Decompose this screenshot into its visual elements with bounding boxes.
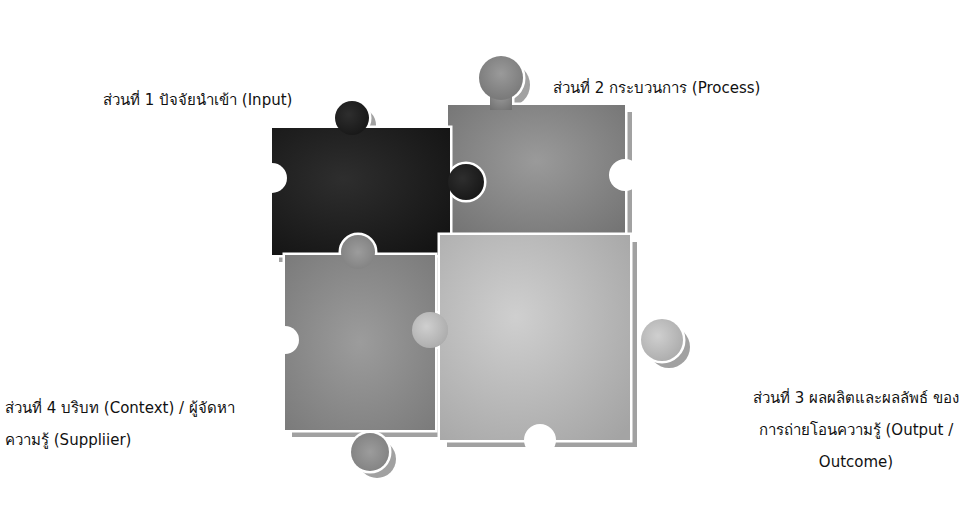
puzzle-piece [412,235,683,456]
part-label: ส่วนที่ 2 กระบวนการ (Process) [553,72,760,104]
part-label: ส่วนที่ 3 ผลผลิตและผลลัพธ์ ของการถ่ายโอน… [748,382,964,478]
part-label: ส่วนที่ 1 ปัจจัยนำเข้า (Input) [103,84,292,116]
piece-shadow [279,63,690,478]
puzzle-piece [257,101,484,255]
part-label: ส่วนที่ 4 บริบท (Context) / ผู้จัดหาความ… [5,392,257,456]
puzzle-piece [271,235,448,471]
